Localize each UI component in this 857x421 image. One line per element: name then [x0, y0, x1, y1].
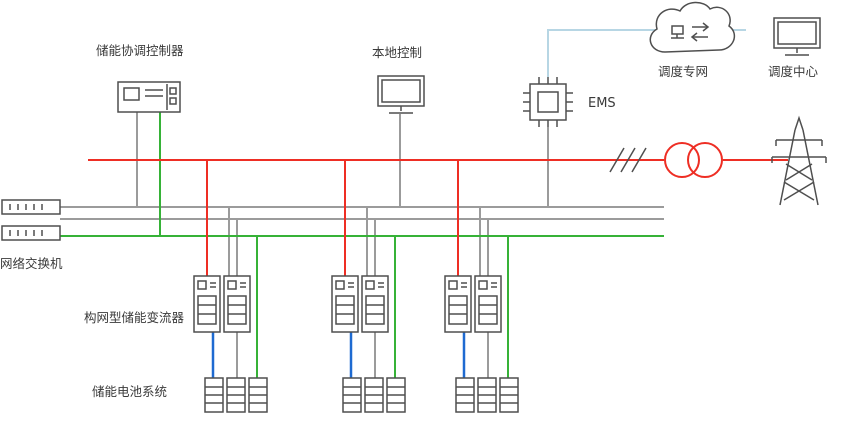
breaker-slashes-icon [609, 147, 647, 173]
comm-gray-lines [60, 112, 664, 378]
network-switch-icon [1, 225, 61, 241]
coordinator-label: 储能协调控制器 [96, 43, 184, 58]
battery-rack-icon [499, 377, 519, 413]
converter-cabinet-icon [361, 275, 389, 333]
battery-rack-icon [477, 377, 497, 413]
diagram-labels: 储能协调控制器 本地控制 EMS 调度专网 调度中心 网络交换机 构网型储能变流… [0, 43, 819, 399]
dispatch-center-label: 调度中心 [768, 64, 819, 79]
dispatch-network-label: 调度专网 [658, 64, 708, 79]
coordinator-controller-icon [117, 81, 181, 113]
ems-chip-icon [523, 77, 573, 127]
transformer-icon [664, 142, 700, 178]
transmission-tower-icon [771, 115, 827, 206]
power-lines [88, 142, 788, 276]
ems-label: EMS [588, 96, 616, 111]
device-icons [1, 1, 827, 413]
battery-rack-icon [226, 377, 246, 413]
dispatch-center-monitor-icon [773, 17, 821, 56]
transformer-icon [687, 142, 723, 178]
converter-cabinet-icon [474, 275, 502, 333]
dispatch-cloud-icon [649, 1, 736, 53]
converter-cabinet-icon [193, 275, 221, 333]
battery-rack-icon [455, 377, 475, 413]
battery-rack-icon [204, 377, 224, 413]
local-control-label: 本地控制 [372, 45, 422, 60]
battery-rack-icon [248, 377, 268, 413]
converter-label: 构网型储能变流器 [84, 310, 185, 325]
converter-cabinet-icon [331, 275, 359, 333]
battery-rack-icon [386, 377, 406, 413]
converter-cabinet-icon [223, 275, 251, 333]
local-control-monitor-icon [377, 75, 425, 114]
battery-label: 储能电池系统 [92, 384, 167, 399]
battery-rack-icon [342, 377, 362, 413]
converter-cabinet-icon [444, 275, 472, 333]
comm-green-lines [60, 112, 664, 378]
network-switch-icon [1, 199, 61, 215]
network-switch-label: 网络交换机 [0, 256, 63, 271]
battery-rack-icon [364, 377, 384, 413]
dc-blue-lines [211, 332, 466, 378]
